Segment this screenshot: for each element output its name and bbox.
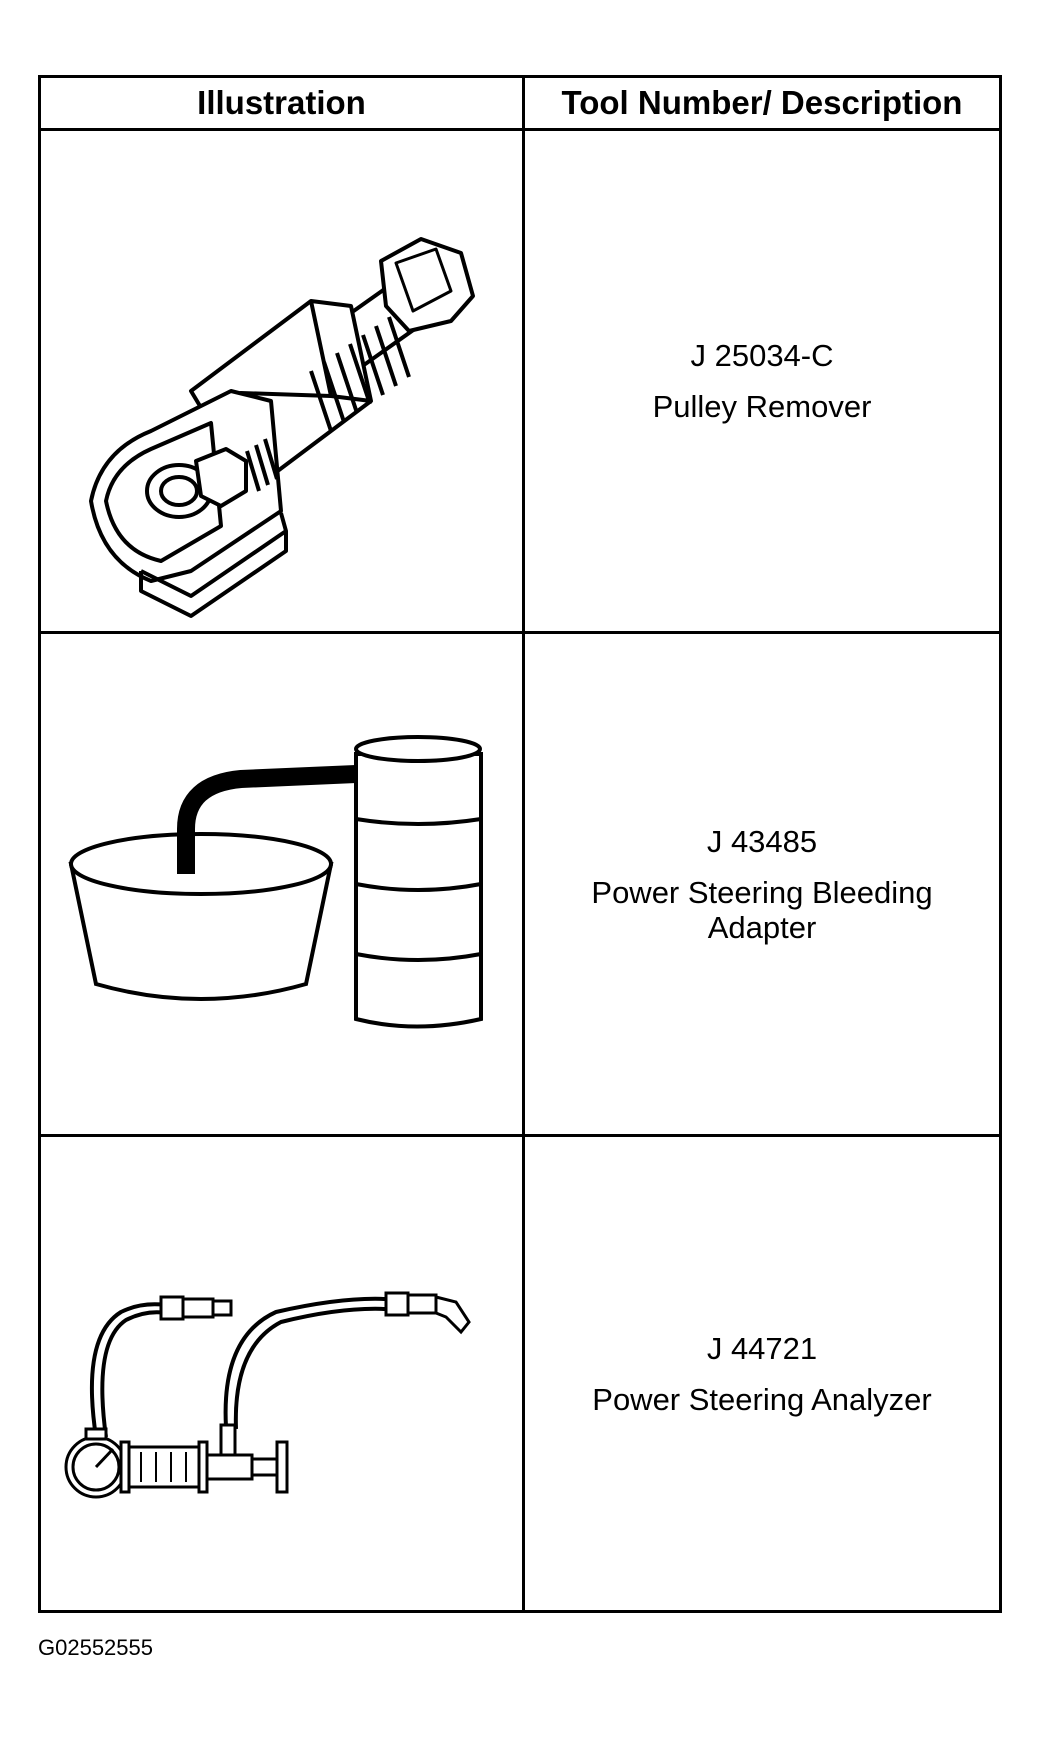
tool-description-cell: J 43485 Power Steering Bleeding Adapter	[525, 634, 999, 1134]
tool-number: J 25034-C	[690, 338, 834, 373]
tool-number: J 43485	[706, 823, 818, 859]
table-header-row: Illustration Tool Number/ Description	[41, 78, 999, 131]
header-tool-description: Tool Number/ Description	[561, 84, 963, 121]
bleeding-adapter-illustration	[41, 634, 522, 1134]
figure-code: G02552555	[38, 1635, 153, 1660]
column-divider	[522, 78, 525, 1610]
pulley-remover-illustration	[41, 131, 522, 631]
tool-number: J 44721	[706, 1330, 818, 1366]
steering-analyzer-illustration	[41, 1137, 522, 1610]
table-row: J 25034-C Pulley Remover	[41, 131, 999, 634]
table-row: J 43485 Power Steering Bleeding Adapter	[41, 634, 999, 1137]
header-illustration: Illustration	[197, 84, 366, 121]
tool-description-cell: J 44721 Power Steering Analyzer	[525, 1137, 999, 1610]
tool-description: Power Steering Bleeding Adapter	[591, 874, 933, 945]
tool-description: Power Steering Analyzer	[592, 1381, 932, 1417]
tool-table: Illustration Tool Number/ Description	[38, 75, 1002, 1613]
tool-description: Pulley Remover	[652, 389, 872, 424]
tool-description-cell: J 25034-C Pulley Remover	[525, 131, 999, 631]
table-row: J 44721 Power Steering Analyzer	[41, 1137, 999, 1610]
